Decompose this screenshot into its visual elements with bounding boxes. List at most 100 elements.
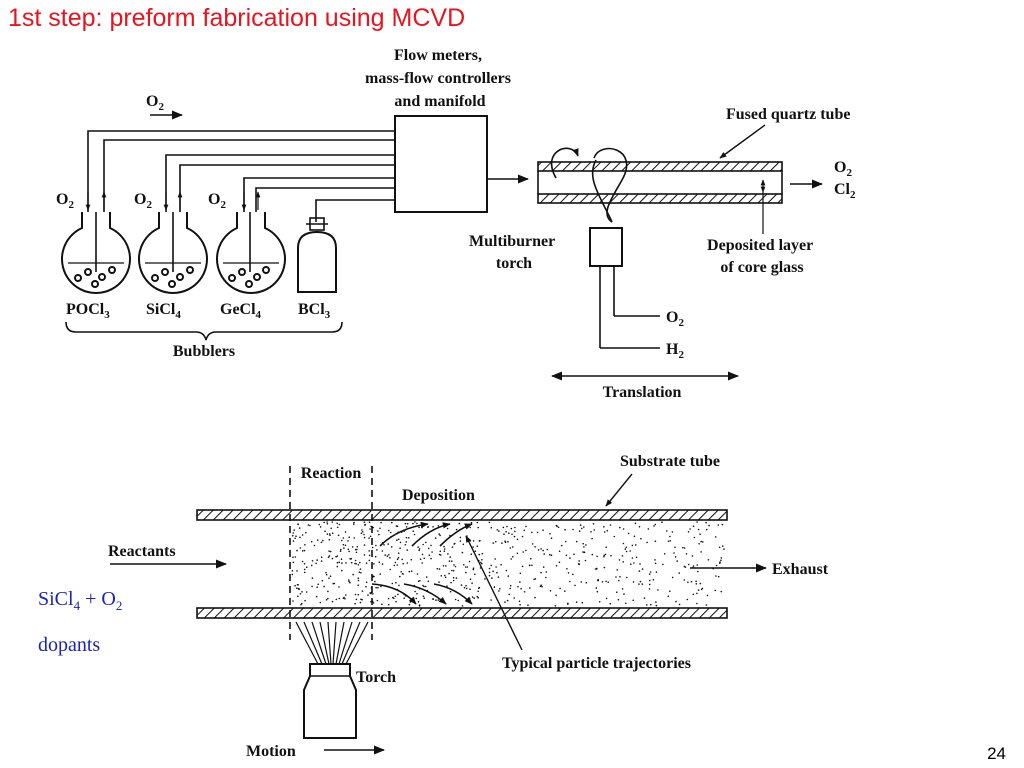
particle-dot bbox=[560, 544, 563, 547]
particle-dot bbox=[684, 566, 687, 568]
particle-dot bbox=[633, 562, 635, 564]
particle-dot bbox=[516, 538, 519, 541]
particle-dot bbox=[541, 585, 543, 588]
particle-dot bbox=[616, 569, 618, 571]
particle-dot bbox=[516, 552, 519, 555]
particle-dot bbox=[692, 565, 695, 567]
bubbler-label-gecl4: GeCl4 bbox=[220, 301, 262, 321]
particle-dot bbox=[404, 522, 407, 525]
particle-dot bbox=[649, 571, 652, 573]
particle-dot bbox=[296, 587, 298, 589]
particle-dot bbox=[502, 526, 505, 529]
particle-dot bbox=[354, 559, 357, 562]
particle-dot bbox=[372, 576, 374, 578]
particle-dot bbox=[488, 574, 491, 577]
particle-dot bbox=[469, 578, 472, 580]
particle-dot bbox=[531, 564, 533, 567]
particle-dot bbox=[468, 560, 471, 563]
particle-dot bbox=[419, 558, 422, 560]
particle-dot bbox=[311, 577, 314, 579]
particle-dot bbox=[291, 573, 294, 576]
particle-dot bbox=[523, 529, 525, 532]
sicl4-line bbox=[165, 154, 395, 212]
rotation-arrow-left bbox=[550, 147, 579, 179]
particle-dot bbox=[293, 529, 296, 531]
particle-dot bbox=[355, 562, 358, 565]
particle-dot bbox=[654, 559, 656, 561]
particle-dot bbox=[357, 579, 360, 582]
particle-dot bbox=[328, 533, 331, 535]
particle-dot bbox=[655, 604, 658, 607]
particle-dot bbox=[396, 558, 399, 560]
particle-dot bbox=[596, 590, 599, 593]
particle-dot bbox=[372, 526, 375, 529]
particle-dot bbox=[294, 584, 296, 587]
particle-dot bbox=[565, 554, 568, 557]
particle-dot bbox=[378, 561, 381, 563]
particle-dot bbox=[337, 534, 340, 537]
particle-dot bbox=[378, 533, 380, 536]
bcl3-line bbox=[315, 199, 395, 222]
particle-dot bbox=[418, 604, 421, 606]
o2-inlet-label: O2 bbox=[146, 93, 164, 113]
particle-dot bbox=[550, 537, 553, 539]
particle-dot bbox=[578, 560, 580, 562]
particle-dot bbox=[510, 527, 513, 530]
particle-dot bbox=[340, 558, 343, 560]
particle-dot bbox=[499, 588, 501, 590]
particle-dot bbox=[434, 537, 437, 539]
particle-dot bbox=[463, 564, 465, 566]
particle-dot bbox=[572, 528, 574, 531]
particle-dot bbox=[364, 523, 366, 526]
particle-dot bbox=[640, 537, 642, 540]
gecl4-line-b bbox=[255, 187, 395, 212]
particle-dot bbox=[471, 596, 474, 598]
particle-dot bbox=[297, 523, 299, 526]
particle-dot bbox=[335, 598, 338, 601]
particle-dot bbox=[578, 530, 581, 532]
pocl3-line bbox=[103, 139, 395, 212]
particle-dot bbox=[370, 587, 373, 589]
particle-dot bbox=[292, 600, 294, 602]
particle-dot bbox=[609, 524, 612, 526]
particle-dot bbox=[320, 556, 323, 558]
particle-dot bbox=[519, 581, 521, 583]
particle-dot bbox=[329, 550, 332, 553]
particle-dot bbox=[328, 550, 330, 552]
particle-dot bbox=[304, 599, 306, 602]
particle-dot bbox=[558, 550, 561, 552]
particle-dot bbox=[555, 524, 558, 527]
particle-dot bbox=[638, 525, 641, 528]
particle-dot bbox=[452, 579, 455, 582]
particle-dot bbox=[444, 574, 446, 577]
particle-dot bbox=[511, 533, 513, 536]
particle-dot bbox=[336, 565, 339, 568]
particle-dot bbox=[603, 554, 605, 557]
particle-dot bbox=[362, 531, 364, 533]
particle-dot bbox=[336, 555, 339, 557]
particle-dot bbox=[300, 604, 302, 606]
particle-dot bbox=[558, 561, 561, 564]
particle-dot bbox=[331, 600, 334, 603]
particle-dot bbox=[474, 573, 476, 576]
bubbler-o2-label-2: O2 bbox=[134, 191, 152, 211]
particle-dot bbox=[580, 581, 583, 583]
particle-dot bbox=[354, 562, 356, 565]
particle-dot bbox=[623, 593, 625, 595]
particle-dot bbox=[583, 546, 585, 548]
particle-dot bbox=[714, 536, 717, 538]
particle-dot bbox=[343, 547, 345, 549]
particle-dot bbox=[443, 548, 446, 550]
particle-dot bbox=[690, 580, 693, 583]
particle-dot bbox=[708, 524, 710, 527]
particle-dot bbox=[399, 547, 401, 549]
particle-dot bbox=[352, 523, 355, 525]
translation-label: Translation bbox=[603, 384, 682, 401]
particle-dot bbox=[338, 586, 340, 588]
particle-dot bbox=[354, 593, 357, 596]
particle-dot bbox=[682, 546, 684, 549]
particle-dot bbox=[581, 527, 583, 530]
particle-dot bbox=[397, 538, 400, 541]
particle-dot bbox=[459, 540, 462, 542]
particle-dot bbox=[371, 546, 374, 549]
